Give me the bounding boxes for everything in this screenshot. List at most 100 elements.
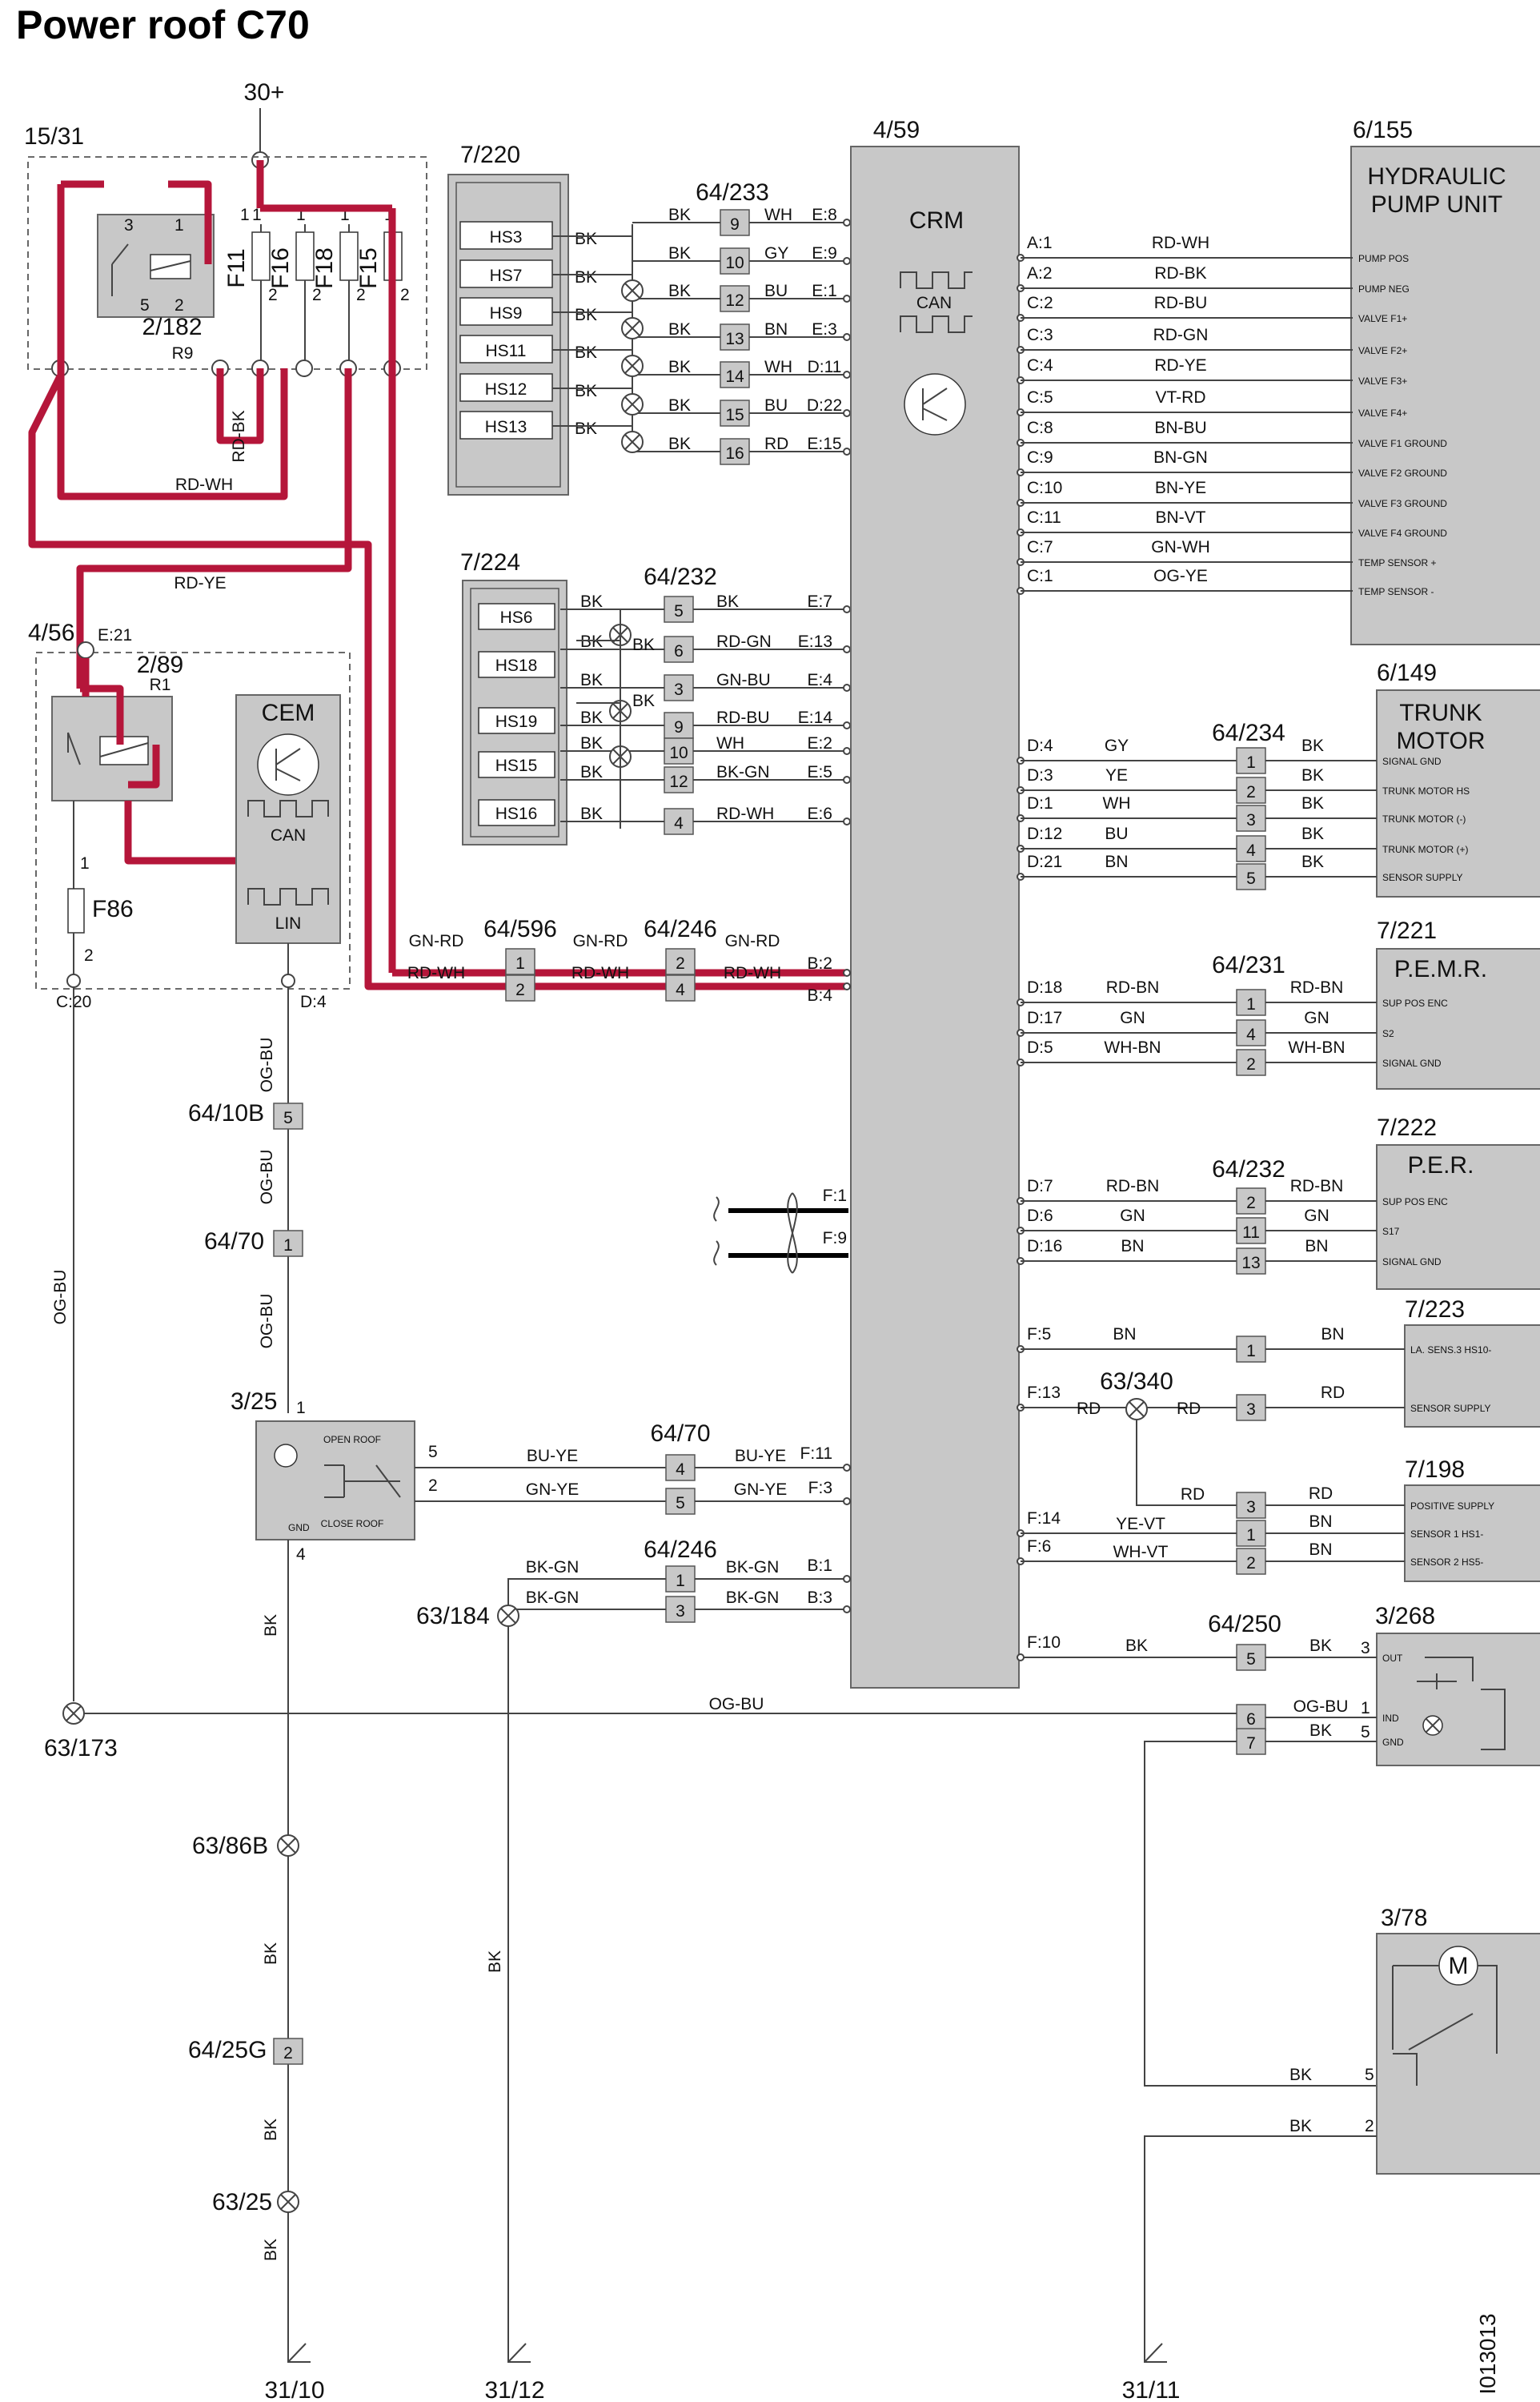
- crm-terminal-label: C:4: [1027, 356, 1053, 375]
- indicator-input-label: OUT: [1382, 1653, 1403, 1664]
- wire-color-label: GY: [764, 244, 788, 263]
- wire-color-label: YE: [1105, 766, 1128, 785]
- wire-color-label: RD-GN: [716, 633, 772, 651]
- connector-64-246a-pin: [665, 948, 696, 975]
- wire-color-label: BN-GN: [1153, 448, 1208, 467]
- f86-pin-1: 1: [80, 854, 90, 873]
- wire-bk-label: BK: [1289, 2066, 1312, 2084]
- wire-color-label: RD-WH: [571, 964, 629, 982]
- f86-pin-2: 2: [84, 946, 94, 965]
- wire-rd-bk: [216, 368, 264, 444]
- relay-switch: [111, 243, 129, 296]
- trunk-input-label: SENSOR SUPPLY: [1382, 872, 1462, 883]
- connector-64-232b-pin: [1236, 1247, 1266, 1275]
- crm-terminal-label: C:2: [1027, 294, 1053, 312]
- crm-terminal-label: D:4: [1027, 737, 1053, 755]
- crm-terminal-label: D:11: [808, 358, 842, 376]
- crm-transistor: [904, 373, 966, 436]
- wire-bk-label: BK: [580, 805, 603, 823]
- crm-terminal: [843, 776, 851, 784]
- connector-64-232a-pin-label: 6: [674, 642, 684, 661]
- roof-switch-pin-1: 1: [296, 1399, 306, 1417]
- wire-og-bu-label: OG-BU: [258, 1038, 276, 1093]
- per-name: P.E.R.: [1408, 1152, 1474, 1179]
- ground-31-12-symbol: [507, 2343, 531, 2363]
- wire-color-label: BN: [1321, 1325, 1344, 1344]
- wire-color-label: GN-YE: [526, 1480, 580, 1499]
- wire-color-label: GN: [1120, 1009, 1145, 1027]
- trunk-name-1: TRUNK: [1399, 700, 1482, 726]
- indicator-pin-num: 1: [1361, 1699, 1370, 1717]
- connector-64-231-label: 64/231: [1212, 952, 1285, 978]
- splice-63-25-label: 63/25: [212, 2189, 272, 2215]
- per-module: [1376, 1144, 1540, 1290]
- connector-64-246a-pin-label: 2: [676, 954, 685, 973]
- wire-340-down: [1136, 1420, 1237, 1506]
- wire-color-label: BK: [716, 592, 739, 611]
- pump-input-label: TEMP SENSOR +: [1358, 557, 1436, 568]
- trunk-input-label: TRUNK MOTOR (-): [1382, 813, 1466, 825]
- wire-color-label: BN-BU: [1154, 419, 1206, 437]
- wire-color-label: WH: [764, 206, 792, 224]
- crm-terminal-label: E:3: [812, 320, 837, 339]
- splice-63-86b-label: 63/86B: [192, 1833, 268, 1859]
- splice-63-86b-cross: [280, 1838, 296, 1854]
- wire-bk-label: BK: [1289, 2117, 1312, 2135]
- crm-id: 4/59: [873, 117, 920, 143]
- wire-color-label: GN-WH: [1151, 538, 1209, 556]
- wire-color-label: BN-YE: [1155, 479, 1206, 497]
- connector-64-70b-label: 64/70: [650, 1420, 710, 1447]
- connector-64-233-pin-label: 13: [725, 330, 744, 348]
- fuse-pin-2: 2: [268, 286, 278, 304]
- roof-switch-pin-4: 4: [296, 1545, 306, 1564]
- wire-color-label: BK: [1301, 853, 1324, 871]
- relay-2-89-label: 2/89: [137, 652, 183, 678]
- wire-bk-label: BK: [575, 382, 597, 400]
- wire-color-label: GN-RD: [725, 932, 780, 950]
- pemr-input-label: SUP POS ENC: [1382, 998, 1448, 1009]
- pump-name-2: PUMP UNIT: [1371, 191, 1502, 218]
- pump-input-label: VALVE F4 GROUND: [1358, 528, 1447, 539]
- connector-64-234-pin-label: 2: [1246, 783, 1256, 801]
- wire-bk-label: BK: [632, 692, 655, 710]
- crm-terminal-label: D:1: [1027, 794, 1053, 813]
- connector-64-234-pin-label: 5: [1246, 870, 1256, 888]
- connector-223-pin: [1236, 1336, 1266, 1363]
- wire-color-label: RD-BK: [1154, 264, 1206, 283]
- wire-bk-label: BK: [262, 1942, 280, 1965]
- wire-rd-ye: [76, 368, 352, 689]
- splice-220-cross: [624, 396, 640, 412]
- switch-HS13-label: HS13: [485, 418, 527, 436]
- connector-64-234-pin: [1236, 747, 1266, 774]
- wire-bk-label: BK: [580, 734, 603, 753]
- crm-terminal-label: C:3: [1027, 326, 1053, 344]
- crm-terminal-label: B:2: [807, 954, 832, 973]
- trunk-input-label: TRUNK MOTOR (+): [1382, 844, 1468, 855]
- relay-2-182-sub: R9: [172, 344, 194, 363]
- connector-64-596-pin-label: 2: [515, 981, 525, 999]
- per-input-label: SUP POS ENC: [1382, 1196, 1448, 1207]
- switch-HS16: [478, 799, 555, 826]
- cem-transistor-symbol: [275, 748, 301, 781]
- supply-label: 30+: [244, 79, 285, 106]
- fuse-pin-1: 1: [296, 206, 306, 224]
- crm-terminal-label: E:8: [812, 206, 837, 224]
- document-id: I013013: [1475, 2313, 1500, 2394]
- wire-bk-label: BK: [668, 320, 691, 339]
- fuse-pin-1: 1: [340, 206, 350, 224]
- connector-198-pin-label: 2: [1246, 1554, 1256, 1573]
- cem-e21-node: [77, 641, 94, 659]
- fuse-F11-label: F11: [223, 248, 250, 287]
- crm-terminal: [843, 747, 851, 755]
- relay-coil-diag: [150, 260, 191, 271]
- wire-rd-bk-label: RD-BK: [230, 410, 248, 462]
- trunk-input-label: TRUNK MOTOR HS: [1382, 785, 1470, 797]
- indicator-switch-symbol: [1417, 1657, 1474, 1689]
- pump-input-label: VALVE F2+: [1358, 345, 1407, 356]
- wire-bk-label: BK: [668, 282, 691, 300]
- motor-pin-2: 2: [1365, 2117, 1374, 2135]
- crm-terminal-label: E:15: [807, 435, 841, 453]
- wire-color-label: RD-WH: [407, 964, 465, 982]
- crm-terminal-label: B:4: [807, 986, 832, 1005]
